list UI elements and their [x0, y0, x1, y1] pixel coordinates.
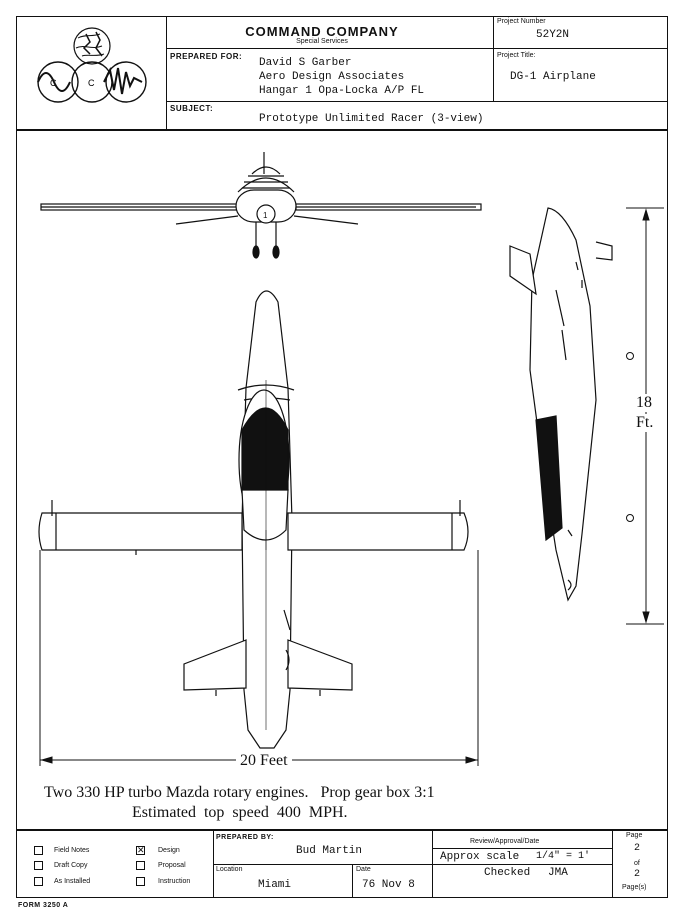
company-name: COMMAND COMPANY [245, 24, 399, 39]
location-label: Location [216, 866, 243, 873]
top-view [38, 290, 469, 749]
page-label: Page [626, 832, 643, 839]
prepared-for-line-2: Aero Design Associates [259, 71, 405, 83]
logo-divider [166, 16, 167, 130]
pages-label: Page(s) [622, 884, 647, 891]
approx-scale-label: Approx scale [440, 851, 520, 863]
field-notes-label: Field Notes [54, 847, 90, 854]
project-number: 52Y2N [536, 29, 570, 41]
subject: Prototype Unlimited Racer (3-view) [259, 113, 484, 125]
footer-block [16, 830, 668, 898]
page-of-label: of [634, 860, 640, 867]
footer-divider-6 [432, 848, 612, 849]
project-title: DG-1 Airplane [510, 71, 596, 83]
checked-value: JMA [548, 867, 568, 879]
height-dimension-unit: Ft. [636, 414, 654, 432]
front-view: 1 [40, 152, 482, 259]
company-divider [166, 48, 668, 49]
design-label: Design [158, 847, 180, 854]
design-checkbox[interactable]: ✕ [136, 846, 145, 856]
prepared-by-label: PREPARED BY: [216, 834, 274, 841]
prepared-for-label: PREPARED FOR: [170, 52, 243, 61]
footer-divider-7 [432, 864, 612, 865]
footer-divider-2 [352, 864, 353, 898]
footer-divider-4 [612, 830, 613, 898]
form-number: FORM 3250 A [18, 902, 69, 909]
prepared-by-name: Bud Martin [296, 845, 363, 857]
drawing-frame [16, 130, 668, 830]
company-subtitle: Special Services [296, 38, 348, 45]
project-number-divider [493, 48, 668, 49]
prepared-for-line-3: Hangar 1 Opa-Locka A/P FL [259, 85, 425, 97]
proposal-checkbox[interactable] [136, 861, 145, 870]
subject-label: SUBJECT: [170, 104, 214, 113]
instruction-label: Instruction [158, 878, 191, 885]
checked-label: Checked [484, 867, 531, 879]
prepared-for-line-1: David S Garber [259, 57, 352, 69]
proposal-label: Proposal [158, 862, 186, 869]
scale-value: 1/4" = 1' [536, 851, 591, 862]
company-logo: C C [37, 27, 147, 103]
title-block [16, 16, 668, 130]
height-dimension-value: 18 [636, 394, 652, 412]
project-number-label: Project Number [497, 18, 546, 25]
as-installed-checkbox[interactable] [34, 877, 43, 886]
field-notes-checkbox[interactable] [34, 846, 43, 855]
location-value: Miami [258, 879, 292, 891]
side-view [509, 207, 613, 602]
svg-text:1: 1 [263, 211, 268, 220]
airplane-three-view: 1 [38, 152, 664, 766]
footer-divider-5 [213, 864, 432, 865]
project-divider [493, 16, 494, 102]
instruction-checkbox[interactable] [136, 877, 145, 886]
subject-divider [166, 101, 668, 102]
date-value: 76 Nov 8 [362, 879, 415, 891]
draft-copy-checkbox[interactable] [34, 861, 43, 870]
engine-note: Two 330 HP turbo Mazda rotary engines. P… [44, 784, 435, 801]
page-number: 2 [634, 843, 641, 854]
as-installed-label: As Installed [54, 878, 91, 885]
dimension-lines [39, 207, 664, 766]
review-approval-label: Review/Approval/Date [470, 838, 540, 845]
date-label: Date [356, 866, 371, 873]
project-title-label: Project Title: [497, 52, 536, 59]
page-total: 2 [634, 869, 641, 880]
speed-note: Estimated top speed 400 MPH. [132, 804, 348, 821]
svg-text:C: C [88, 78, 95, 88]
draft-copy-label: Draft Copy [54, 862, 88, 869]
width-dimension: 20 Feet [236, 752, 292, 770]
